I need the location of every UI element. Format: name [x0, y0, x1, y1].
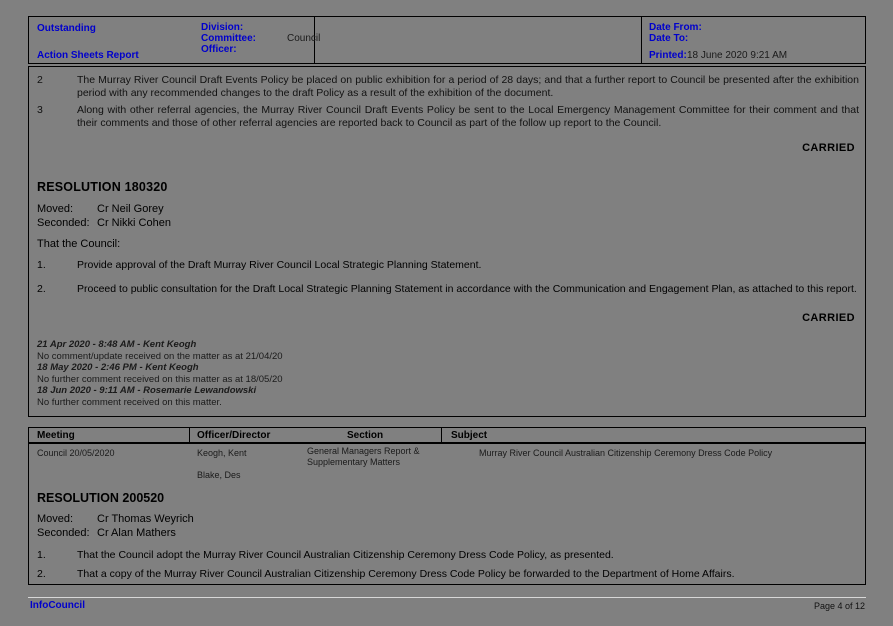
printed-label: Printed: [649, 50, 687, 61]
footer-page-number: Page 4 of 12 [813, 601, 865, 611]
item-number: 2. [37, 283, 46, 295]
cell-section: General Managers Report & Supplementary … [307, 446, 420, 467]
seconded-value: Cr Alan Mathers [97, 527, 176, 539]
item-text: Provide approval of the Draft Murray Riv… [77, 259, 482, 271]
footer-divider [28, 597, 866, 598]
table-column-divider [189, 428, 190, 444]
column-header-subject: Subject [451, 430, 488, 441]
moved-value: Cr Thomas Weyrich [97, 513, 194, 525]
committee-value: Council [287, 33, 321, 44]
resolution-preamble: That the Council: [37, 238, 121, 250]
resolution-item: 1. Provide approval of the Draft Murray … [37, 259, 859, 272]
item-number: 2 [37, 74, 43, 86]
seconded-label: Seconded: [37, 217, 90, 229]
printed-value: 18 June 2020 9:21 AM [687, 50, 788, 61]
resolution-item: 2. Proceed to public consultation for th… [37, 283, 859, 296]
moved-by-line: Moved: Cr Neil Gorey [37, 202, 164, 216]
footer-brand[interactable]: InfoCouncil [30, 600, 85, 611]
resolution-title: RESOLUTION 180320 [37, 180, 168, 194]
seconded-label: Seconded: [37, 527, 90, 539]
officer-label: Officer: [201, 44, 237, 55]
note-timestamp: 18 May 2020 - 2:46 PM - Kent Keogh [37, 362, 199, 373]
cell-officer: Keogh, Kent [197, 448, 247, 458]
seconded-by-line: Seconded: Cr Alan Mathers [37, 527, 176, 539]
moved-by-line: Moved: Cr Thomas Weyrich [37, 513, 194, 525]
table-column-divider [441, 428, 442, 444]
item-text: Along with other referral agencies, the … [77, 104, 859, 129]
carried-status: CARRIED [802, 142, 855, 154]
moved-value: Cr Neil Gorey [97, 203, 164, 215]
date-to-label: Date To: [649, 33, 689, 44]
item-number: 2. [37, 568, 46, 580]
column-header-section: Section [347, 430, 384, 441]
header-column-divider-1 [314, 17, 315, 63]
seconded-by-line: Seconded: Cr Nikki Cohen [37, 216, 171, 230]
table-header-row: Meeting Officer/Director Section Subject [29, 428, 865, 444]
header-column-divider-2 [641, 17, 642, 63]
note-timestamp: 21 Apr 2020 - 8:48 AM - Kent Keogh [37, 339, 197, 350]
column-header-meeting: Meeting [37, 430, 75, 441]
item-text: The Murray River Council Draft Events Po… [77, 74, 859, 99]
seconded-value: Cr Nikki Cohen [97, 217, 171, 229]
item-text: Proceed to public consultation for the D… [77, 283, 857, 295]
moved-label: Moved: [37, 513, 74, 525]
item-number: 1. [37, 549, 46, 561]
cell-director: Blake, Des [197, 470, 241, 480]
preceding-item: 3 Along with other referral agencies, th… [37, 104, 859, 130]
item-text: That the Council adopt the Murray River … [77, 549, 614, 561]
note-comment: No further comment received on this matt… [37, 396, 222, 408]
column-header-officer: Officer/Director [197, 430, 271, 441]
cell-subject: Murray River Council Australian Citizens… [479, 448, 773, 458]
item-number: 1. [37, 259, 46, 271]
note-comment: No further comment received on this matt… [37, 373, 283, 385]
item-number: 3 [37, 104, 43, 116]
date-from-label: Date From: [649, 22, 702, 33]
preceding-item: 2 The Murray River Council Draft Events … [37, 74, 859, 100]
committee-label: Committee: [201, 33, 257, 44]
resolution-item: 2. That a copy of the Murray River Counc… [37, 568, 859, 581]
cell-meeting: Council 20/05/2020 [37, 448, 115, 458]
page-title: Action Sheets Report [37, 50, 139, 61]
report-status-label: Outstanding [37, 23, 96, 34]
report-header: Outstanding Action Sheets Report Divisio… [28, 16, 866, 64]
carried-status: CARRIED [802, 312, 855, 324]
action-table-block: Meeting Officer/Director Section Subject… [28, 427, 866, 585]
item-text: That a copy of the Murray River Council … [77, 568, 735, 580]
note-timestamp: 18 Jun 2020 - 9:11 AM - Rosemarie Lewand… [37, 385, 257, 396]
resolution-block-1: 2 The Murray River Council Draft Events … [28, 66, 866, 417]
moved-label: Moved: [37, 203, 74, 215]
resolution-title: RESOLUTION 200520 [37, 491, 165, 505]
resolution-item: 1. That the Council adopt the Murray Riv… [37, 549, 859, 562]
note-comment: No comment/update received on the matter… [37, 350, 283, 362]
division-label: Division: [201, 22, 244, 33]
action-notes-list: 21 Apr 2020 - 8:48 AM - Kent Keogh No co… [37, 339, 283, 408]
